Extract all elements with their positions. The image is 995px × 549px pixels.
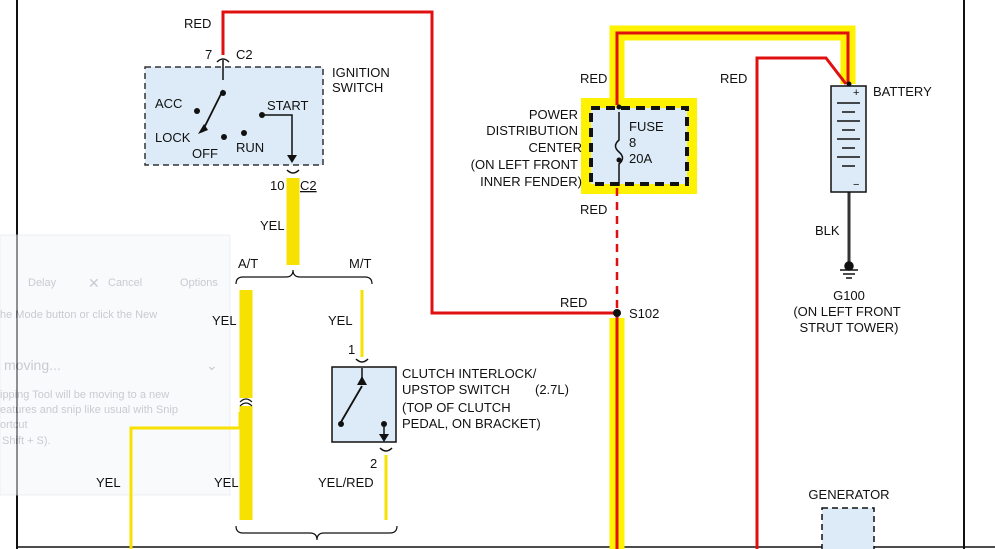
trans-at-label: A/T	[238, 256, 258, 271]
snipping-tool-overlay: Delay Cancel Options ✕ he Mode button or…	[0, 234, 231, 496]
run-contact	[241, 130, 247, 136]
ign-conn-bottom: C2	[300, 178, 317, 193]
ground-loc-2: STRUT TOWER)	[800, 320, 899, 335]
red-wire-ignition-to-s102	[221, 10, 617, 315]
snip-cancel[interactable]: Cancel	[108, 277, 142, 289]
ign-top-connector	[216, 58, 230, 63]
ign-title-1: IGNITION	[332, 65, 390, 80]
ignition-switch	[144, 58, 324, 174]
bottom-bracket	[235, 525, 398, 541]
red-wires	[221, 10, 850, 549]
battery-label: BATTERY	[873, 84, 932, 99]
battery-plus: +	[853, 87, 859, 99]
start-lead	[262, 114, 293, 160]
pdc-line-4: (ON LEFT FRONT	[471, 157, 578, 172]
ign-conn-top: C2	[236, 47, 253, 62]
yellow-wires	[129, 178, 388, 549]
snip-body-4: Shift + S).	[2, 435, 51, 447]
yel-left-wire	[129, 412, 242, 549]
ign-acc-label: ACC	[155, 96, 182, 111]
generator-label: GENERATOR	[808, 487, 889, 502]
ign-run-label: RUN	[236, 140, 264, 155]
fuse-number: 8	[629, 135, 636, 150]
battery-minus: −	[853, 179, 859, 191]
fuse-icon	[614, 112, 624, 186]
splice-s102-dot	[613, 309, 621, 317]
ign-bottom-connector	[286, 169, 300, 174]
clutch-switch-blade	[340, 385, 363, 423]
off-contact	[221, 134, 227, 140]
clutch-line-3: (TOP OF CLUTCH	[402, 400, 511, 415]
red-wire-battery-to-fuse	[615, 31, 850, 105]
ground-icon	[840, 261, 858, 279]
battery-symbol	[830, 81, 867, 193]
lock-contact	[220, 90, 226, 96]
clutch-line-1: CLUTCH INTERLOCK/	[402, 366, 537, 381]
wire-label-yel-mt: YEL	[328, 313, 353, 328]
clutch-line-2: UPSTOP SWITCH	[402, 382, 510, 397]
snip-mode-hint: he Mode button or click the New	[0, 309, 157, 321]
snip-body-3: ortcut	[0, 419, 28, 431]
at-mt-bracket	[235, 269, 398, 541]
clutch-pin-2: 2	[370, 456, 377, 471]
wire-label-yel-at-2: YEL	[214, 475, 239, 490]
clutch-switch	[331, 358, 397, 452]
ign-pin-bottom: 10	[270, 178, 284, 193]
snip-chevron-icon[interactable]: ⌄	[206, 357, 218, 373]
wire-label-red-s102: RED	[560, 295, 587, 310]
wire-label-red-fuse-out: RED	[580, 202, 607, 217]
wire-label-yel-red: YEL/RED	[318, 475, 374, 490]
pdc-line-1: POWER	[529, 107, 578, 122]
at-connector-mark	[239, 398, 253, 407]
snip-close-icon[interactable]: ✕	[88, 275, 100, 291]
snip-heading: moving...	[4, 357, 61, 373]
ign-switch-blade	[201, 89, 224, 133]
snip-delay[interactable]: Delay	[28, 277, 57, 289]
ign-pin-top: 7	[205, 47, 212, 62]
wire-label-red-battery: RED	[720, 71, 747, 86]
snip-body-2: eatures and snip like usual with Snip	[0, 404, 178, 416]
fuse-label: FUSE	[629, 119, 664, 134]
snip-options[interactable]: Options	[180, 277, 218, 289]
wire-label-yel-ign: YEL	[260, 218, 285, 233]
snip-body-1: ipping Tool will be moving to a new	[0, 389, 169, 401]
splice-s102-label: S102	[629, 306, 659, 321]
ign-title-2: SWITCH	[332, 80, 383, 95]
labels: RED 7 C2 IGNITION SWITCH ACC LOCK OFF RU…	[96, 16, 932, 502]
snip-panel	[0, 234, 231, 496]
generator-box	[821, 507, 875, 549]
trans-mt-label: M/T	[349, 256, 371, 271]
red-wire-battery-to-generator	[755, 56, 848, 549]
ground-loc-1: (ON LEFT FRONT	[793, 304, 900, 319]
wire-label-red-top: RED	[184, 16, 211, 31]
wire-label-blk: BLK	[815, 223, 840, 238]
ground-label: G100	[833, 288, 865, 303]
fuse-rating: 20A	[629, 151, 652, 166]
acc-contact	[194, 108, 200, 114]
clutch-pin-1: 1	[348, 342, 355, 357]
ign-lock-label: LOCK	[155, 130, 191, 145]
pdc-line-5: INNER FENDER)	[480, 174, 582, 189]
clutch-engine: (2.7L)	[535, 382, 569, 397]
pdc-highlight	[581, 98, 697, 194]
wire-label-red-fuse-in: RED	[580, 71, 607, 86]
wire-label-yel-left: YEL	[96, 475, 121, 490]
pdc-line-2: DISTRIBUTION	[486, 123, 578, 138]
pdc-fuse-box	[589, 104, 689, 186]
wire-label-yel-at-1: YEL	[212, 313, 237, 328]
pdc-line-3: CENTER	[529, 140, 582, 155]
clutch-line-4: PEDAL, ON BRACKET)	[402, 416, 541, 431]
ign-start-label: START	[267, 98, 308, 113]
ign-off-label: OFF	[192, 146, 218, 161]
